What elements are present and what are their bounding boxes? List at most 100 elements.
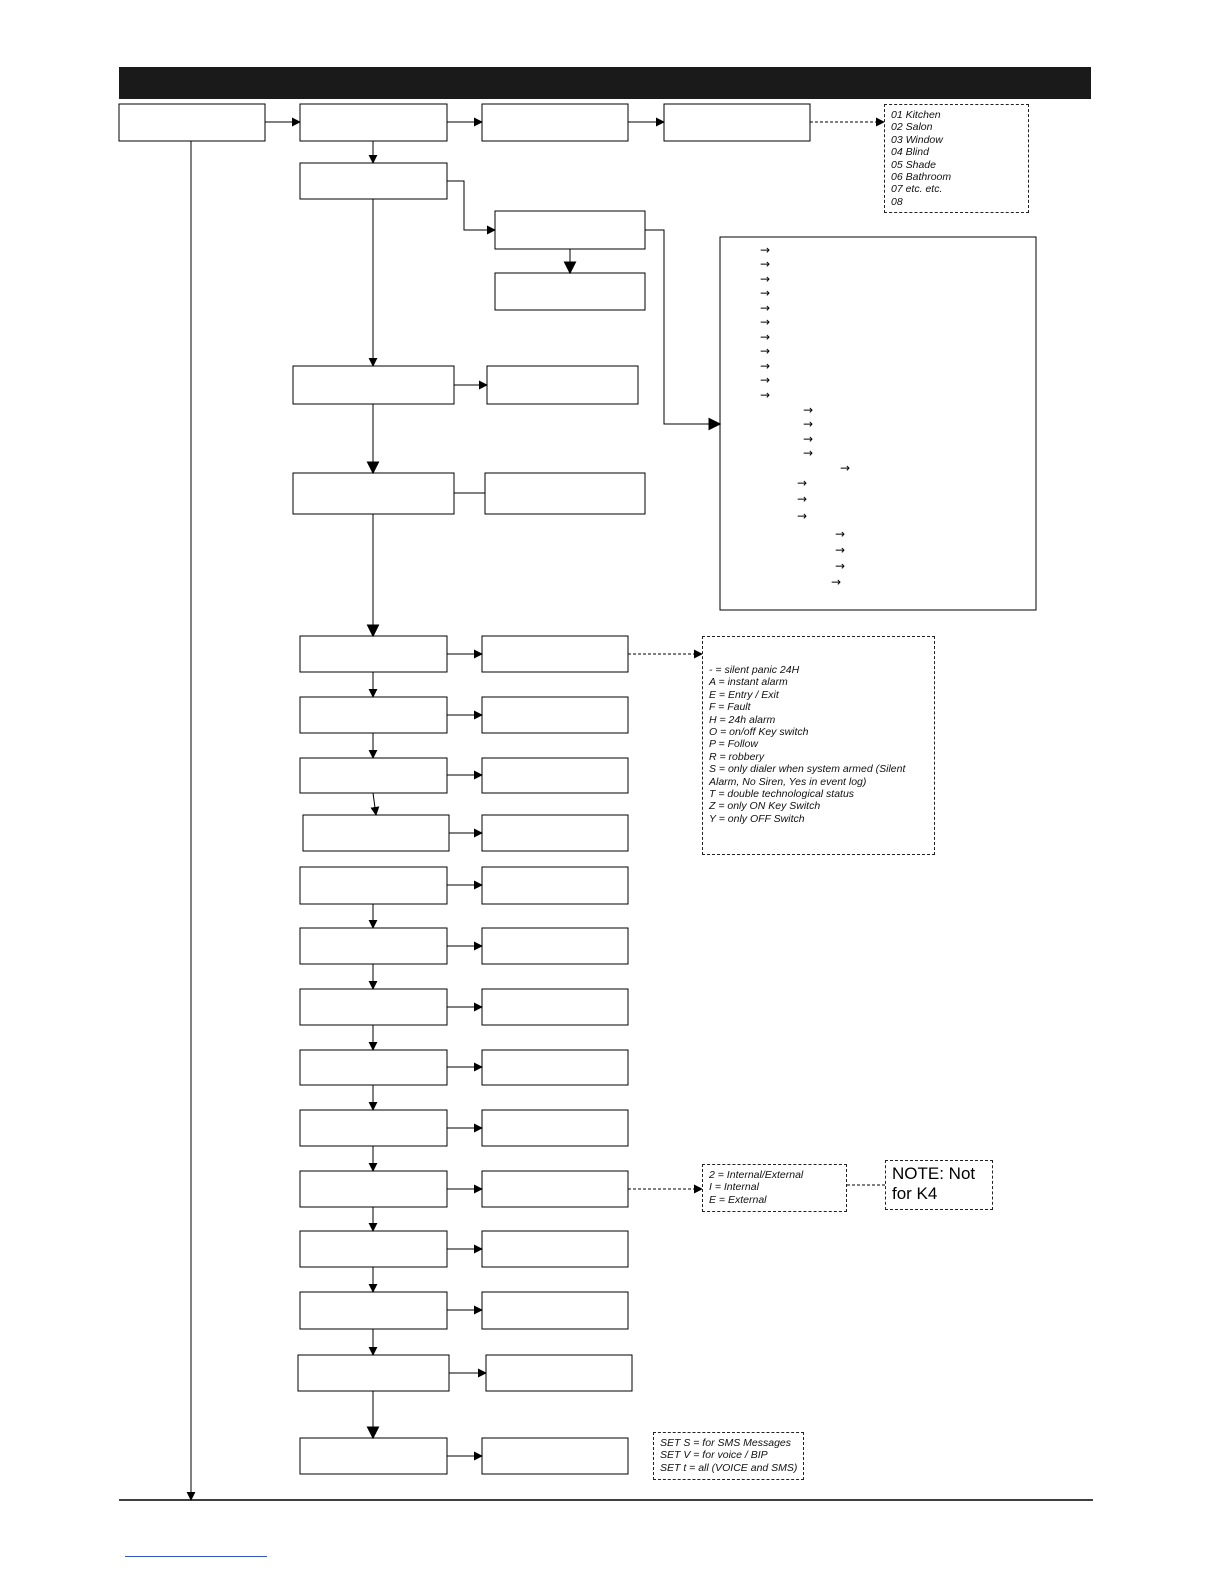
arrow-sub-1-to-sub-1a — [447, 180, 496, 235]
zone-type-item: P = Follow — [709, 738, 758, 751]
zone-type-item: F = Fault — [709, 701, 751, 714]
message-type-item: SET S = for SMS Messages — [660, 1437, 792, 1449]
arrow-glyph: → — [760, 344, 771, 358]
option-value-12 — [481, 1291, 629, 1330]
zone-type-item: E = Entry / Exit — [709, 688, 779, 701]
option-box-5 — [299, 866, 448, 905]
arrow-glyph: → — [760, 301, 771, 315]
menu-box-sub-3 — [292, 472, 455, 515]
option-value-2 — [481, 696, 629, 734]
arrow-glyph: → — [760, 272, 771, 286]
menu-box-sub-2 — [292, 365, 455, 405]
zone-type-item: Z = only ON Key Switch — [709, 800, 821, 813]
arrow-glyph: → — [840, 461, 851, 475]
option-box-3 — [299, 757, 448, 794]
room-name-item: 04 Blind — [891, 146, 929, 159]
menu-box-sub-1b — [494, 272, 646, 311]
arrow-glyph: → — [760, 257, 771, 271]
footer-link-underline[interactable] — [125, 1556, 267, 1557]
message-type-item: SET V = for voice / BIP — [660, 1449, 768, 1462]
option-value-13 — [485, 1354, 633, 1392]
option-box-4 — [302, 814, 450, 852]
arrow-glyph: → — [797, 476, 808, 490]
option-box-1 — [299, 635, 448, 673]
option-box-14 — [299, 1437, 448, 1475]
arrow-glyph: → — [760, 373, 771, 387]
arrow-glyph: → — [760, 359, 771, 373]
arrow-glyph: → — [803, 403, 814, 417]
arrow-glyph: → — [760, 315, 771, 329]
option-value-3 — [481, 757, 629, 794]
option-value-7 — [481, 988, 629, 1026]
siren-type-item: E = External — [709, 1193, 767, 1206]
room-name-item: 01 Kitchen — [891, 109, 941, 121]
option-box-6 — [299, 927, 448, 965]
menu-box-level-3 — [663, 103, 811, 142]
room-name-item: 03 Window — [891, 133, 943, 146]
message-type-item: SET t = all (VOICE and SMS) — [660, 1461, 798, 1474]
arrow-glyph: → — [831, 575, 842, 589]
arrow-glyph: → — [835, 543, 846, 557]
arrow-glyph: → — [760, 243, 771, 257]
room-name-item: 06 Bathroom — [891, 171, 952, 184]
arrow-glyph: → — [797, 492, 808, 506]
option-value-4 — [481, 814, 629, 852]
room-name-item: 08 — [891, 195, 903, 208]
arrow-glyph: → — [835, 559, 846, 573]
arrow-option-3-down — [370, 792, 380, 816]
option-box-7 — [299, 988, 448, 1026]
zone-type-item: H = 24h alarm — [709, 713, 776, 726]
header-bar — [119, 67, 1091, 99]
siren-type-item: 2 = Internal/External — [709, 1169, 804, 1181]
arrow-glyph: → — [803, 432, 814, 446]
option-box-10 — [299, 1170, 448, 1208]
option-value-11 — [481, 1230, 629, 1268]
arrow-sub-1a-to-list-panel — [645, 229, 722, 431]
zone-type-item: O = on/off Key switch — [709, 726, 809, 739]
zone-type-item: Alarm, No Siren, Yes in event log) — [709, 775, 867, 788]
arrow-glyph: → — [803, 417, 814, 431]
arrow-glyph: → — [760, 286, 771, 300]
option-value-5 — [481, 866, 629, 905]
option-value-10 — [481, 1170, 629, 1208]
zone-types-note: - = silent panic 24H A = instant alarm E… — [702, 636, 935, 855]
option-value-1 — [481, 635, 629, 673]
zone-type-item: A = instant alarm — [709, 676, 788, 689]
option-value-9 — [481, 1109, 629, 1147]
option-box-11 — [299, 1230, 448, 1268]
menu-box-sub-1a — [494, 210, 646, 250]
menu-box-level-1 — [299, 103, 448, 142]
option-box-8 — [299, 1049, 448, 1086]
menu-box-sub-2-value — [486, 365, 639, 405]
siren-types-note: 2 = Internal/External I = Internal E = E… — [702, 1164, 847, 1212]
zone-type-item: Y = only OFF Switch — [709, 812, 805, 825]
zone-type-item: S = only dialer when system armed (Silen… — [709, 763, 906, 776]
option-box-9 — [299, 1109, 448, 1147]
arrow-glyph: → — [835, 527, 846, 541]
room-names-note: 01 Kitchen 02 Salon 03 Window 04 Blind 0… — [884, 104, 1029, 213]
arrow-glyph: → — [760, 388, 771, 402]
menu-box-root — [118, 103, 266, 142]
option-value-8 — [481, 1049, 629, 1086]
message-types-note: SET S = for SMS Messages SET V = for voi… — [653, 1432, 804, 1480]
room-name-item: 07 etc. etc. — [891, 183, 943, 196]
option-box-13 — [297, 1354, 450, 1392]
siren-type-item: I = Internal — [709, 1181, 759, 1194]
menu-box-sub-1 — [299, 162, 448, 200]
option-box-2 — [299, 696, 448, 734]
zone-type-item: R = robbery — [709, 750, 765, 763]
option-list-panel — [719, 236, 1037, 611]
arrow-glyph: → — [760, 330, 771, 344]
zone-type-item: - = silent panic 24H — [709, 664, 800, 676]
option-value-6 — [481, 927, 629, 965]
zone-type-item: T = double technological status — [709, 788, 855, 801]
menu-box-level-2 — [481, 103, 629, 142]
room-name-item: 05 Shade — [891, 158, 936, 171]
k4-note: NOTE: Not for K4 — [885, 1160, 993, 1210]
room-name-item: 02 Salon — [891, 121, 933, 134]
arrow-glyph: → — [797, 509, 808, 523]
option-box-12 — [299, 1291, 448, 1330]
arrow-glyph: → — [803, 446, 814, 460]
option-value-14 — [481, 1437, 629, 1475]
